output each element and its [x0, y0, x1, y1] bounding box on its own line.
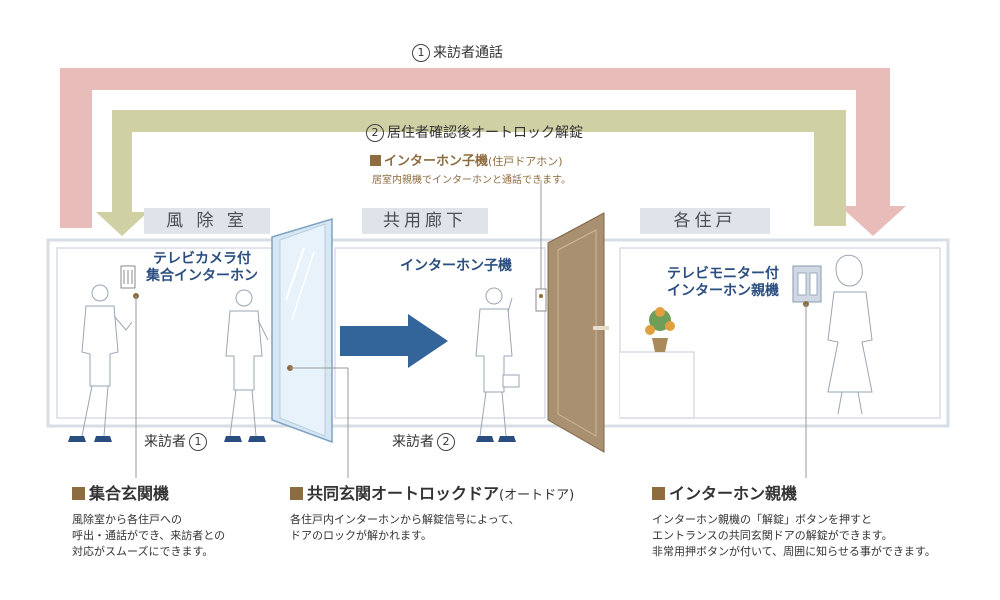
section-entrance-unit: 集合玄関機 風除室から各住戸への 呼出・通話ができ、来訪者との 対応がスムーズに… [72, 480, 225, 560]
camera-intercom-label: テレビカメラ付 集合インターホン [146, 251, 258, 284]
child-unit-note-title: インターホン子機(住戸ドアホン) [370, 150, 563, 169]
section-title: インターホン親機 [652, 480, 936, 504]
section-autolock-door: 共同玄関オートロックドア(オートドア) 各住戸内インターホンから解錠信号によって… [290, 480, 574, 544]
dwelling-interior [620, 307, 695, 419]
resident-figure [827, 254, 873, 415]
child-unit-note-desc: 居室内親機でインターホンと通話できます。 [372, 175, 571, 186]
brown-square-icon [72, 487, 85, 500]
auto-lock-glass-door [271, 217, 333, 444]
area-header-dwelling: 各住戸 [640, 208, 770, 234]
master-unit-panel [792, 265, 822, 307]
section-master-unit: インターホン親機 インターホン親機の「解錠」ボタンを押すと エントランスの共同玄… [652, 480, 936, 560]
brown-square-icon [290, 487, 303, 500]
area-header-corridor: 共用廊下 [362, 208, 488, 234]
door-intercom-unit [535, 180, 547, 312]
brown-square-icon [370, 155, 381, 166]
area-header-vestibule: 風 除 室 [144, 208, 270, 234]
visitor-figure-2 [475, 287, 520, 437]
section-title: 集合玄関機 [72, 480, 225, 504]
room-outline [46, 238, 950, 428]
visitor-figure [81, 284, 269, 437]
brown-square-icon [652, 487, 665, 500]
monitor-master-label: テレビモニター付 インターホン親機 [667, 266, 779, 299]
direction-arrow [340, 314, 448, 368]
flow-arrow-unlock [96, 110, 846, 236]
flow-arrow-call [60, 68, 906, 236]
door-sub-unit-label: インターホン子機 [400, 258, 512, 274]
section-title: 共同玄関オートロックドア(オートドア) [290, 480, 574, 504]
dwelling-door [547, 212, 609, 453]
entrance-panel [120, 265, 139, 299]
